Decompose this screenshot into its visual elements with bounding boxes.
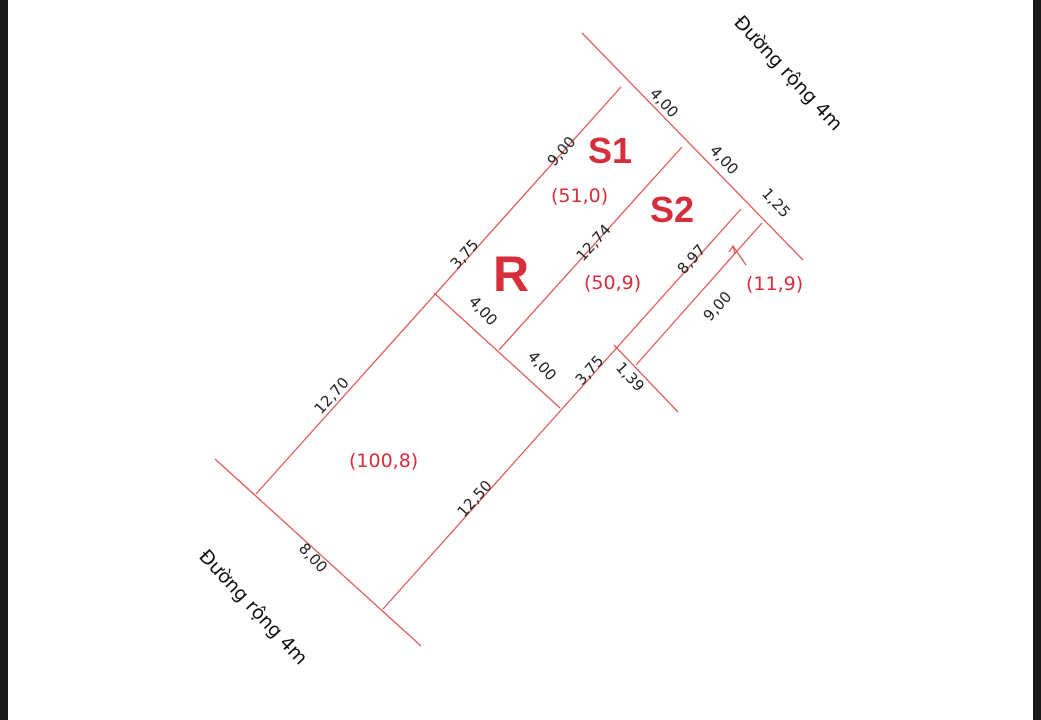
bottom-road-label: Đường rộng 4m — [194, 545, 312, 669]
strip-arrow — [732, 245, 747, 266]
dim-r-cross-lower: 4,00 — [524, 347, 560, 384]
top-road-edge — [581, 32, 804, 261]
lot-r-label: R — [493, 246, 529, 302]
dim-left-upper: 9,00 — [544, 133, 580, 170]
divider-s1-s2 — [498, 146, 683, 351]
dim-left-middle: 3,75 — [447, 236, 483, 273]
dim-top-front-strip: 1,25 — [758, 184, 794, 221]
lot-s1-label: S1 — [588, 130, 632, 171]
dim-top-front-s1: 4,00 — [646, 84, 682, 121]
dim-strip-bottom: 1,39 — [612, 358, 648, 395]
right-boundary — [382, 208, 742, 610]
area-main: (100,8) — [349, 450, 418, 472]
dim-right-lower: 12,50 — [454, 477, 496, 521]
area-strip: (11,9) — [746, 273, 803, 295]
plot-diagram: Đường rộng 4m Đường rộng 4m S1 S2 R (51,… — [8, 0, 1033, 720]
dim-bottom-front: 8,00 — [295, 539, 331, 576]
area-s2: (50,9) — [584, 272, 641, 294]
dim-strip-right: 9,00 — [700, 288, 736, 325]
r-lower-boundary — [433, 292, 561, 409]
dim-s2-right: 8,97 — [674, 241, 710, 278]
dim-top-front-s2: 4,00 — [706, 141, 742, 178]
strip-arrow-head — [728, 244, 736, 255]
strip-bottom-boundary — [613, 344, 679, 413]
dim-divider-s1-s2: 12,74 — [573, 221, 615, 265]
plot-drawing: Đường rộng 4m Đường rộng 4m S1 S2 R (51,… — [194, 11, 847, 669]
left-boundary — [255, 86, 622, 495]
top-road-label: Đường rộng 4m — [729, 11, 847, 135]
bottom-road-edge — [214, 458, 422, 647]
dim-left-lower: 12,70 — [311, 374, 353, 418]
dim-right-middle: 3,75 — [572, 352, 608, 389]
area-s1: (51,0) — [551, 185, 608, 207]
lot-s2-label: S2 — [650, 189, 694, 230]
strip-right-boundary — [635, 222, 763, 366]
